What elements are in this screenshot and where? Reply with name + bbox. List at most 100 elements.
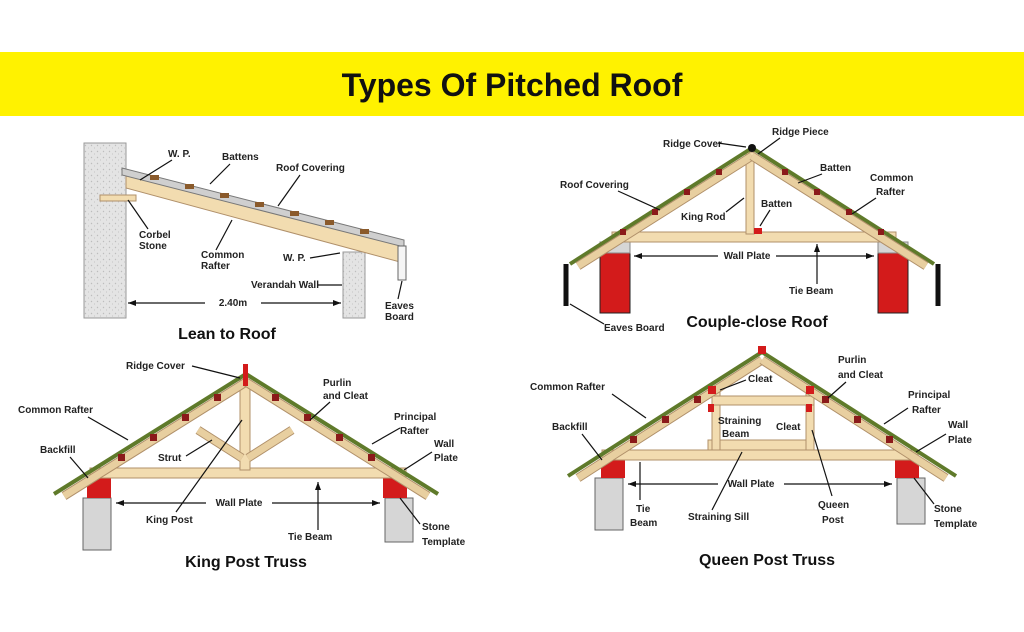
battens: [150, 175, 369, 234]
label-wall-plate: Wall Plate: [724, 251, 771, 262]
purlins: [630, 396, 893, 443]
right-wall: [877, 252, 909, 314]
right-wall-base: [896, 477, 926, 525]
cleats: [708, 346, 814, 412]
label-purlin: Purlin: [838, 355, 866, 366]
batten-block: [754, 228, 762, 234]
label-cleat-top: Cleat: [748, 374, 773, 385]
label-stone: Stone: [422, 522, 450, 533]
straining-beam: [711, 395, 815, 406]
span-label: 2.40m: [219, 298, 247, 309]
label-wall: Wall: [434, 439, 454, 450]
king-rod: [745, 151, 755, 235]
label-beam: Beam: [722, 429, 749, 440]
label-wp-bottom: W. P.: [283, 253, 306, 264]
label-and-cleat: and Cleat: [323, 391, 369, 402]
label-tie: Tie: [636, 504, 651, 515]
label-queen: Queen: [818, 500, 849, 511]
title-banner: [0, 52, 1024, 116]
left-principal-rafter: [576, 357, 764, 481]
label-cleat-mid: Cleat: [776, 422, 801, 433]
left-wall-base: [82, 497, 112, 551]
caption-queen-post: Queen Post Truss: [699, 552, 835, 569]
label-king-rod: King Rod: [681, 212, 725, 223]
left-wall: [599, 252, 631, 314]
label-post: Post: [822, 515, 844, 526]
label-roof-covering: Roof Covering: [276, 163, 345, 174]
label-and-cleat: and Cleat: [838, 370, 884, 381]
purlins: [118, 394, 375, 461]
label-backfill: Backfill: [40, 445, 76, 456]
label-corbel: Corbel: [139, 230, 171, 241]
label-straining: Straining: [718, 416, 761, 427]
label-wp-top: W. P.: [168, 149, 191, 160]
left-strut: [196, 427, 244, 461]
label-wall: Wall: [948, 420, 968, 431]
label-straining-sill: Straining Sill: [688, 512, 749, 523]
label-template: Template: [422, 537, 466, 548]
diagram-title: Types Of Pitched Roof: [342, 67, 683, 103]
couple-close-roof-diagram: Wall Plate Ridge Cover Ridge Piece Roof …: [560, 127, 941, 334]
label-rafter: Rafter: [201, 261, 230, 272]
label-plate: Plate: [434, 453, 458, 464]
label-purlin: Purlin: [323, 378, 351, 389]
label-stone: Stone: [934, 504, 962, 515]
label-ridge-cover: Ridge Cover: [126, 361, 185, 372]
caption-couple-close: Couple-close Roof: [686, 314, 828, 331]
label-tie-beam: Tie Beam: [789, 286, 833, 297]
label-wall-plate: Wall Plate: [728, 479, 775, 490]
corbel-stone: [99, 194, 137, 202]
label-roof-covering: Roof Covering: [560, 180, 629, 191]
label-tie-beam: Tie Beam: [288, 532, 332, 543]
label-rafter: Rafter: [400, 426, 429, 437]
ridge-cover: [243, 364, 248, 386]
label-tie-beam-word: Beam: [630, 518, 657, 529]
caption-lean-to: Lean to Roof: [178, 326, 276, 343]
straining-sill: [707, 439, 813, 451]
battens: [620, 169, 884, 235]
label-batten-top: Batten: [820, 163, 851, 174]
label-template: Template: [934, 519, 978, 530]
label-ridge-cover: Ridge Cover: [663, 139, 722, 150]
left-roof-covering: [568, 146, 754, 266]
label-common: Common: [870, 173, 913, 184]
label-eaves: Eaves: [385, 301, 414, 312]
label-battens: Battens: [222, 152, 259, 163]
label-common: Common: [201, 250, 244, 261]
label-rafter: Rafter: [912, 405, 941, 416]
right-roof-covering: [750, 146, 936, 266]
right-wall-red: [895, 460, 919, 478]
queen-post-truss-diagram: Wall Plate Common Rafter Cleat Purlin an…: [530, 346, 978, 569]
label-corbel-stone: Stone: [139, 241, 167, 252]
label-board: Board: [385, 312, 414, 323]
left-roof-covering: [566, 350, 764, 478]
right-strut: [246, 427, 294, 461]
king-post-truss-diagram: Wall Plate Ridge Cover Common Rafter Pur…: [18, 361, 466, 571]
verandah-wall: [342, 251, 366, 319]
tie-beam: [601, 449, 919, 461]
label-plate: Plate: [948, 435, 972, 446]
label-wall-plate: Wall Plate: [216, 498, 263, 509]
label-strut: Strut: [158, 453, 182, 464]
label-common-rafter: Common Rafter: [18, 405, 93, 416]
label-verandah-wall: Verandah Wall: [251, 280, 319, 291]
label-king-post: King Post: [146, 515, 193, 526]
label-backfill: Backfill: [552, 422, 588, 433]
label-batten-mid: Batten: [761, 199, 792, 210]
caption-king-post: King Post Truss: [185, 554, 307, 571]
label-eaves-board: Eaves Board: [604, 323, 665, 334]
right-wall-base: [384, 497, 414, 543]
label-rafter: Rafter: [876, 187, 905, 198]
label-principal: Principal: [908, 390, 950, 401]
ridge-cover: [748, 144, 756, 152]
main-wall: [83, 142, 127, 319]
label-principal: Principal: [394, 412, 436, 423]
eaves-board: [397, 245, 407, 281]
right-common-rafter: [750, 153, 928, 269]
label-common-rafter: Common Rafter: [530, 382, 605, 393]
left-wall-base: [594, 477, 624, 531]
left-common-rafter: [576, 153, 754, 269]
label-ridge-piece: Ridge Piece: [772, 127, 829, 138]
